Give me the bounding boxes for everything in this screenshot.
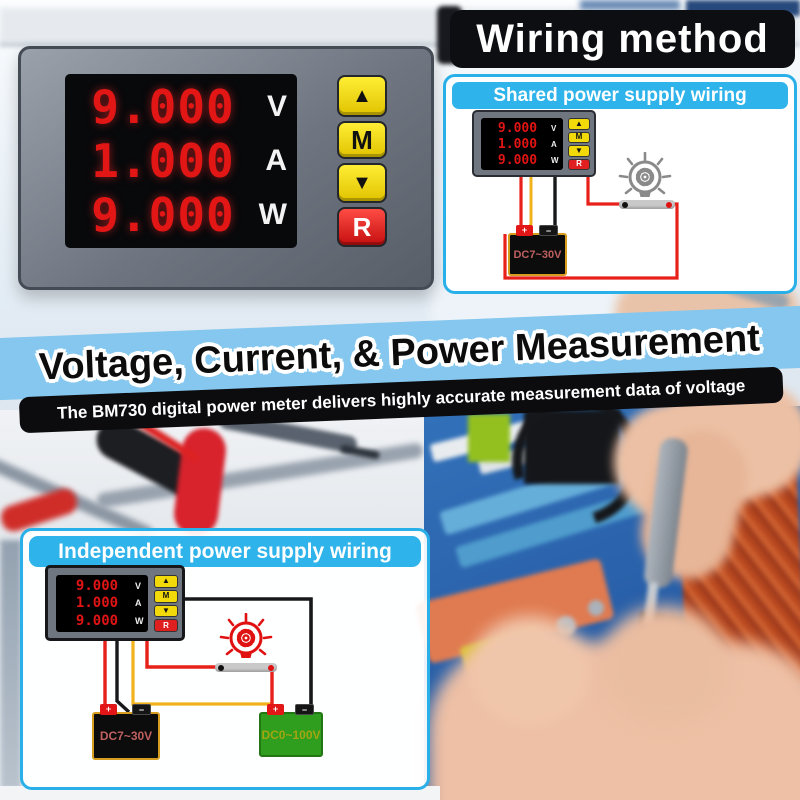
indep-current-value: 1.000 — [75, 595, 119, 612]
independent-battery-label: DC7~30V — [99, 729, 153, 743]
shared-panel-header: Shared power supply wiring — [452, 82, 788, 109]
plus-terminal: + — [516, 225, 533, 236]
independent-wiring-panel: Independent power supply wiring 9.000 V 1… — [20, 528, 430, 790]
voltage-unit: V — [266, 90, 287, 123]
wiring-method-banner: Wiring method — [450, 10, 795, 68]
current-unit: A — [265, 144, 287, 177]
indep-voltage-value: 9.000 — [75, 577, 119, 594]
reset-button: R — [154, 619, 178, 632]
shared-battery: + − DC7~30V — [508, 225, 567, 276]
meter-button-column: ▲ M ▼ R — [337, 75, 387, 247]
bulb-icon — [219, 613, 273, 658]
power-row: 9.000 W — [75, 188, 287, 242]
meter-display: 9.000 V 1.000 A 9.000 W — [65, 74, 297, 248]
independent-panel-header: Independent power supply wiring — [29, 536, 421, 567]
indep-voltage-unit: V — [135, 580, 142, 591]
shared-battery-label: DC7~30V — [513, 248, 562, 261]
up-button: ▲ — [337, 75, 387, 117]
indep-current-unit: A — [135, 598, 142, 609]
photo-left-edge — [0, 540, 22, 790]
down-button: ▼ — [154, 604, 178, 618]
menu-button: M — [154, 589, 178, 603]
plus-terminal: + — [267, 704, 284, 715]
voltage-row: 9.000 V — [75, 80, 287, 134]
wiring-method-title: Wiring method — [476, 16, 769, 61]
power-value: 9.000 — [91, 188, 235, 242]
indep-power-unit: W — [135, 616, 144, 627]
minus-terminal: − — [132, 704, 151, 715]
voltage-value: 9.000 — [91, 80, 235, 134]
current-value: 1.000 — [91, 134, 235, 188]
photo-knuckle-2 — [600, 606, 730, 726]
shared-wiring-panel: Shared power supply wiring 9.000 V 1.000 A… — [443, 74, 797, 294]
current-row: 1.000 A — [75, 134, 287, 188]
bar-terminal-red — [268, 664, 274, 671]
down-button: ▼ — [337, 163, 387, 203]
bulb-icon — [618, 152, 672, 197]
shared-power-unit: W — [551, 155, 559, 165]
photo-green-component — [468, 414, 510, 462]
lamp-terminal-bar — [215, 663, 277, 672]
menu-button: M — [337, 121, 387, 159]
shared-voltage-unit: V — [551, 123, 557, 133]
reset-button: R — [568, 158, 590, 170]
power-meter-photo: 9.000 V 1.000 A 9.000 W ▲ M ▼ R — [18, 46, 434, 290]
menu-button: M — [568, 131, 590, 143]
independent-green-battery-label: DC0~100V — [261, 727, 321, 742]
independent-mini-buttons: ▲ M ▼ R — [154, 575, 178, 632]
photo-shelf-edge — [0, 42, 800, 47]
photo-capacitor-2 — [588, 600, 604, 616]
down-button: ▼ — [568, 145, 590, 157]
bar-terminal-black — [622, 201, 628, 208]
indep-power-value: 9.000 — [75, 613, 119, 630]
power-unit: W — [258, 198, 287, 231]
up-button: ▲ — [568, 118, 590, 130]
bar-terminal-red — [666, 201, 672, 208]
plus-terminal: + — [100, 704, 117, 715]
photo-knuckle — [470, 616, 590, 726]
independent-battery-dc: + − DC7~30V — [92, 704, 160, 760]
reset-button: R — [337, 207, 387, 247]
lamp-terminal-bar — [619, 200, 675, 209]
up-button: ▲ — [154, 575, 178, 588]
shared-mini-buttons: ▲ M ▼ R — [568, 118, 590, 170]
photo-blue-device-2 — [580, 0, 680, 10]
shared-current-unit: A — [551, 139, 557, 149]
bar-terminal-black — [218, 664, 224, 671]
shared-voltage-value: 9.000 — [497, 120, 538, 136]
independent-battery-load: + − DC0~100V — [259, 704, 323, 757]
shared-current-value: 1.000 — [497, 136, 538, 152]
minus-terminal: − — [295, 704, 314, 715]
photo-black-heatsink — [524, 410, 620, 484]
minus-terminal: − — [539, 225, 558, 236]
shared-power-value: 9.000 — [497, 152, 538, 168]
